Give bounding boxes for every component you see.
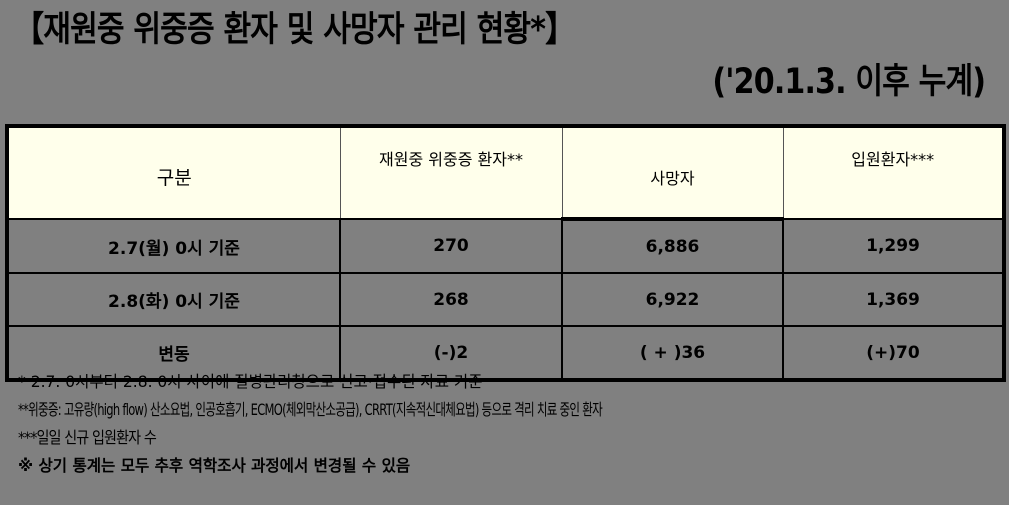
cell-critical: 268 — [340, 273, 563, 327]
column-header-deaths: 사망자 — [561, 126, 784, 221]
table-row: 2.7(월) 0시 기준 270 6,886 1,299 — [7, 219, 1004, 274]
column-header-critical-patients: 재원중 위중증 환자** — [340, 126, 563, 220]
cell-critical: 270 — [340, 219, 563, 274]
footnote-data-period: * 2.7. 0시부터 2.8. 0시 사이에 질병관리청으로 신고·접수된 자… — [18, 372, 483, 391]
column-header-admitted: 입원환자*** — [783, 126, 1004, 220]
footnote-admitted-definition: ***일일 신규 입원환자 수 — [18, 428, 157, 447]
table-header-row: 구분 재원중 위중증 환자** 사망자 입원환자*** — [7, 126, 1004, 221]
row-label: 2.8(화) 0시 기준 — [7, 273, 341, 327]
column-header-category: 구분 — [7, 126, 341, 220]
cell-deaths: 6,886 — [562, 219, 784, 274]
footnote-critical-definition: **위중증: 고유량(high flow) 산소요법, 인공호흡기, ECMO(… — [18, 400, 603, 419]
row-label: 2.7(월) 0시 기준 — [7, 219, 341, 274]
table-row: 2.8(화) 0시 기준 268 6,922 1,369 — [7, 273, 1004, 327]
cell-admitted: 1,369 — [783, 273, 1004, 327]
cell-admitted: 1,299 — [783, 219, 1004, 274]
cell-critical: (-)2 — [340, 326, 563, 380]
cell-deaths: 6,922 — [562, 273, 784, 327]
table-row-change: 변동 (-)2 ( + )36 (+)70 — [7, 326, 1004, 380]
page-subtitle: ('20.1.3. 이후 누계) — [712, 62, 986, 102]
status-table: 구분 재원중 위중증 환자** 사망자 입원환자*** 2.7(월) 0시 기준… — [5, 124, 1006, 382]
page-title: 【재원중 위중증 환자 및 사망자 관리 현황*】 — [14, 10, 575, 50]
cell-admitted: (+)70 — [783, 326, 1004, 380]
row-label: 변동 — [7, 326, 341, 380]
footnote-disclaimer: ※ 상기 통계는 모두 추후 역학조사 과정에서 변경될 수 있음 — [18, 456, 411, 475]
cell-deaths: ( + )36 — [562, 326, 784, 380]
footnotes: * 2.7. 0시부터 2.8. 0시 사이에 질병관리청으로 신고·접수된 자… — [18, 368, 829, 480]
